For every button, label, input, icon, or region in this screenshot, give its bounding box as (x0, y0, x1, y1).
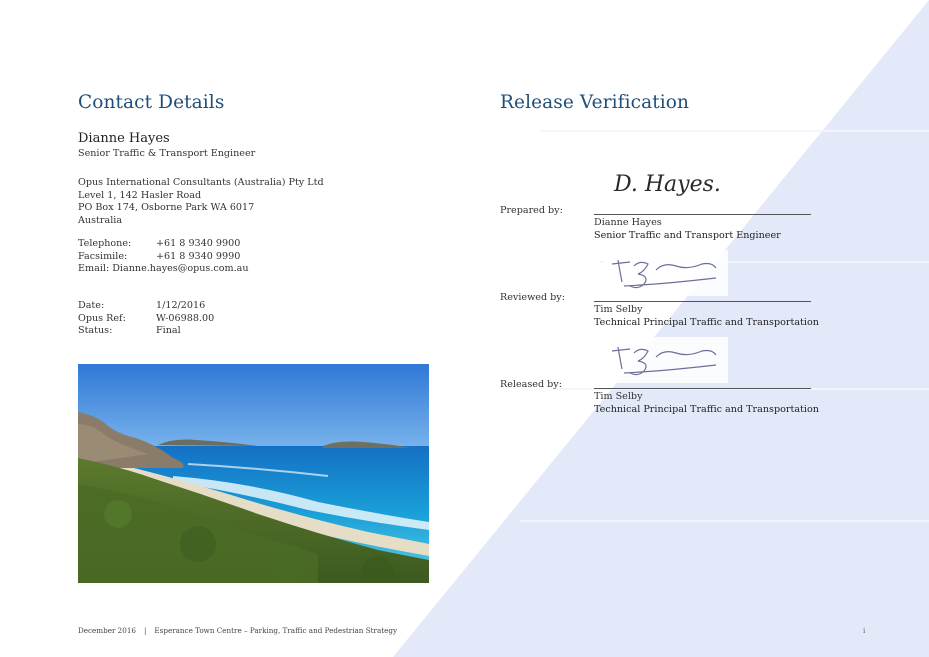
prepared-signature-line (594, 214, 811, 215)
telephone-row: Telephone: +61 8 9340 9900 (78, 238, 249, 251)
coastal-photo (78, 364, 429, 583)
date-value: 1/12/2016 (156, 300, 206, 311)
contact-phones: Telephone: +61 8 9340 9900 Facsimile: +6… (78, 238, 249, 276)
contact-heading: Contact Details (78, 92, 225, 113)
status-label: Status: (78, 325, 113, 337)
address-line: Opus International Consultants (Australi… (78, 177, 324, 188)
reviewed-signature-line (594, 301, 811, 302)
contact-address: Opus International Consultants (Australi… (78, 177, 324, 227)
verification-heading: Release Verification (500, 92, 690, 113)
ref-value: W-06988.00 (156, 312, 215, 324)
page-footer: December 2016 | Esperance Town Centre – Pa… (78, 626, 397, 635)
date-row: Date: 1/12/2016 (78, 300, 214, 313)
page-number: i (863, 626, 866, 635)
reviewed-name: Tim Selby (594, 304, 643, 315)
released-title: Technical Principal Traffic and Transpor… (594, 403, 819, 415)
released-name: Tim Selby (594, 391, 643, 402)
reviewed-details: Tim Selby Technical Principal Traffic an… (594, 304, 819, 329)
status-row: Status: Final (78, 325, 214, 338)
prepared-signature: D. Hayes. (613, 172, 721, 197)
contact-role: Senior Traffic & Transport Engineer (78, 148, 256, 159)
prepared-label: Prepared by: (500, 205, 563, 216)
released-label: Released by: (500, 379, 562, 390)
document-meta: Date: 1/12/2016 Opus Ref: W-06988.00 Sta… (78, 300, 214, 338)
released-signature-line (594, 388, 811, 389)
status-value: Final (156, 325, 181, 337)
telephone-value: +61 8 9340 9900 (156, 238, 241, 249)
facsimile-row: Facsimile: +61 8 9340 9990 (78, 251, 249, 264)
email-line: Email: Dianne.hayes@opus.com.au (78, 263, 249, 275)
address-line: PO Box 174, Osborne Park WA 6017 (78, 202, 255, 214)
address-line: Australia (78, 214, 123, 226)
ref-row: Opus Ref: W-06988.00 (78, 313, 214, 326)
reviewed-title: Technical Principal Traffic and Transpor… (594, 316, 819, 328)
footer-separator: | (143, 626, 147, 635)
released-details: Tim Selby Technical Principal Traffic an… (594, 391, 819, 416)
ref-label: Opus Ref: (78, 312, 126, 324)
contact-name: Dianne Hayes (78, 131, 170, 146)
prepared-signature-text: D. Hayes. (613, 172, 721, 197)
address-line: Level 1, 142 Hasler Road (78, 189, 202, 201)
prepared-name: Dianne Hayes (594, 217, 662, 228)
footer-date: December 2016 (78, 626, 136, 635)
facsimile-value: +61 8 9340 9990 (156, 250, 241, 262)
prepared-title: Senior Traffic and Transport Engineer (594, 229, 781, 241)
reviewed-signature (604, 250, 728, 296)
footer-document-title: Esperance Town Centre – Parking, Traffic… (154, 626, 398, 635)
date-label: Date: (78, 300, 105, 311)
facsimile-label: Facsimile: (78, 250, 128, 262)
prepared-details: Dianne Hayes Senior Traffic and Transpor… (594, 217, 781, 242)
reviewed-label: Reviewed by: (500, 292, 565, 303)
telephone-label: Telephone: (78, 238, 132, 249)
released-signature (604, 337, 728, 383)
